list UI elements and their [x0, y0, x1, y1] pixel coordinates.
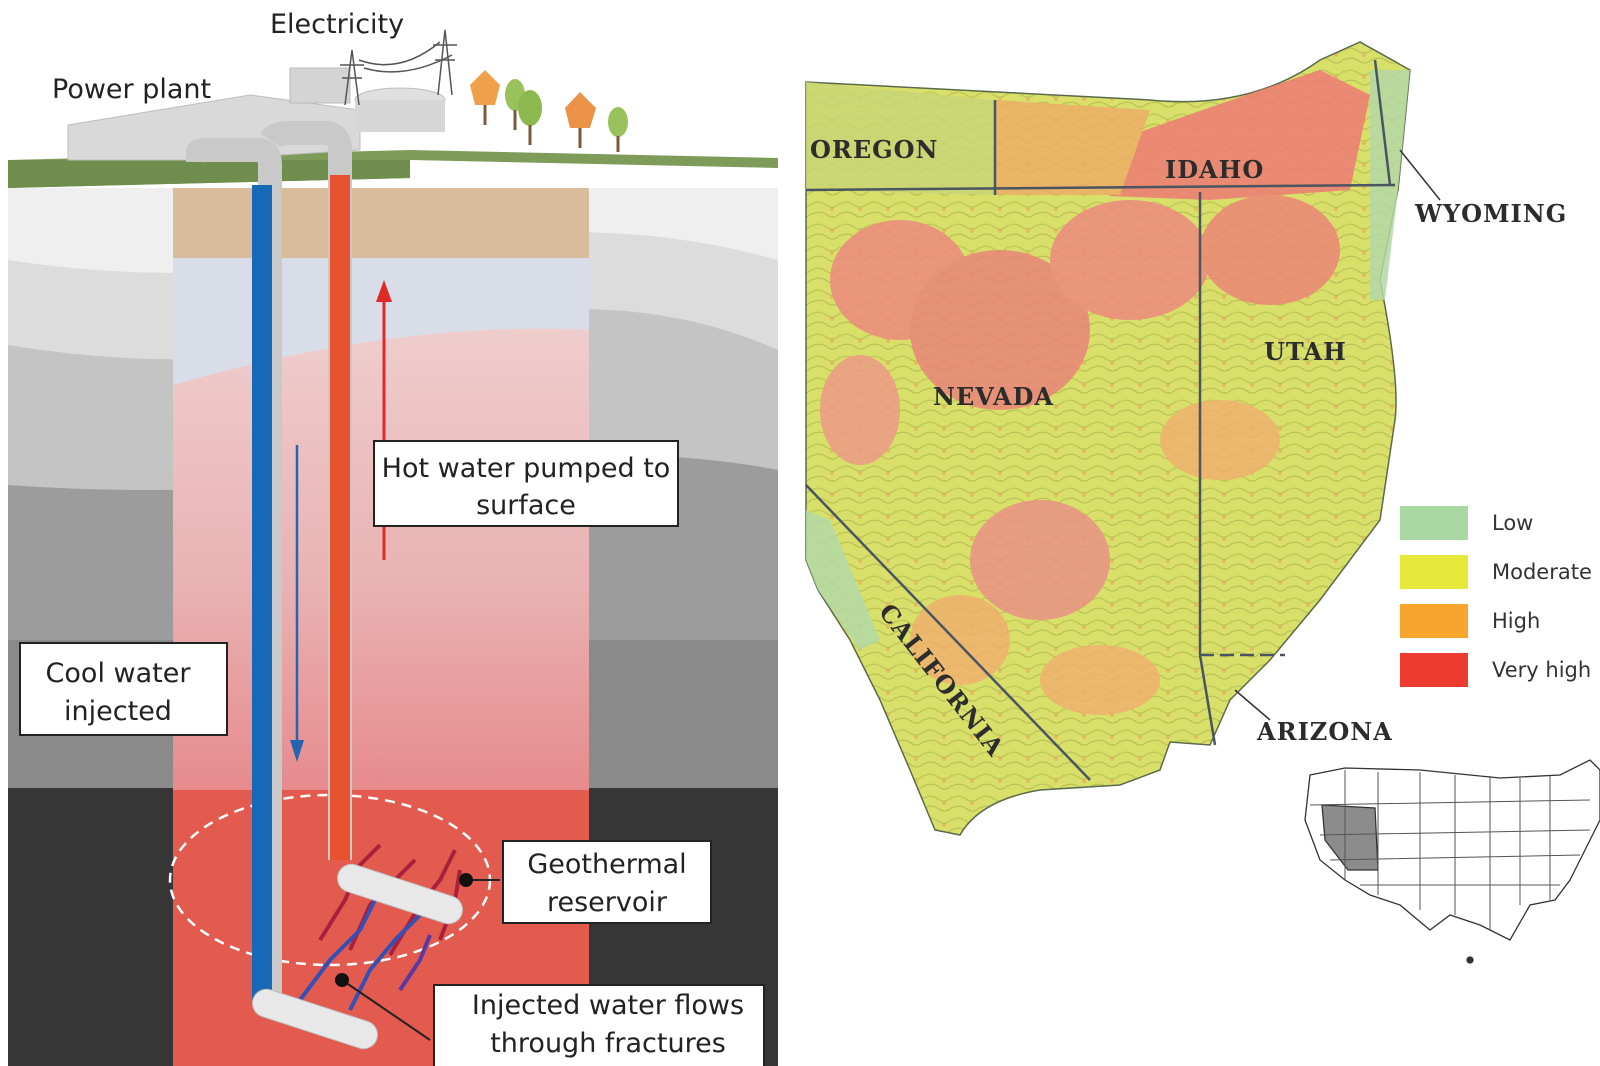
state-label-nevada: NEVADA: [933, 382, 1054, 411]
svg-text:injected: injected: [64, 696, 172, 727]
state-borders: [805, 59, 1396, 781]
svg-text:through fractures: through fractures: [490, 1028, 726, 1059]
cool-water-pipe: [186, 138, 282, 1000]
legend-swatch-very-high: [1400, 653, 1468, 687]
fractures-callout: Injected water flows through fractures: [433, 984, 765, 1066]
geothermal-diagram: Electricity Power plant Hot water pumped…: [8, 9, 778, 1066]
svg-text:Injected water flows: Injected water flows: [472, 990, 744, 1021]
favorability-map: OREGON IDAHO WYOMING UTAH NEVADA CALIFOR…: [805, 41, 1600, 964]
pylon-icon: [340, 29, 457, 106]
legend-label-high: High: [1492, 609, 1540, 633]
state-label-arizona: ARIZONA: [1256, 717, 1393, 746]
legend-swatch-low: [1400, 506, 1468, 540]
horizontal-well-lower: [251, 988, 379, 1050]
legend-swatch-high: [1400, 604, 1468, 638]
cool-water-callout: Cool water injected: [19, 642, 228, 736]
state-label-oregon: OREGON: [810, 135, 938, 164]
hot-water-callout: Hot water pumped to surface: [373, 440, 679, 527]
state-label-idaho: IDAHO: [1165, 155, 1264, 184]
legend-label-moderate: Moderate: [1492, 560, 1592, 584]
favorability-patches: [806, 70, 1410, 715]
tree-icon: [470, 70, 628, 152]
legend-swatch-moderate: [1400, 555, 1468, 589]
svg-text:Cool water: Cool water: [46, 658, 192, 689]
cutaway-sand: [173, 188, 589, 258]
panel-divider: [786, 0, 806, 1066]
svg-text:reservoir: reservoir: [547, 887, 668, 918]
electricity-label: Electricity: [270, 9, 404, 40]
flow-arrow-down: [290, 445, 304, 762]
svg-text:Geothermal: Geothermal: [527, 849, 686, 880]
legend-label-very-high: Very high: [1492, 658, 1591, 682]
hot-water-pipe: [260, 121, 352, 860]
horizontal-well-upper: [336, 863, 464, 925]
legend-label-low: Low: [1492, 511, 1533, 535]
state-label-wyoming: WYOMING: [1414, 199, 1567, 228]
svg-text:Hot water pumped to: Hot water pumped to: [382, 453, 671, 484]
svg-text:surface: surface: [476, 490, 576, 521]
state-label-utah: UTAH: [1264, 337, 1347, 366]
power-plant-label: Power plant: [52, 74, 211, 105]
reservoir-callout: Geothermal reservoir: [502, 840, 712, 924]
map-legend: Low Moderate High Very high: [1400, 506, 1592, 687]
us-inset-map: [1304, 759, 1600, 964]
